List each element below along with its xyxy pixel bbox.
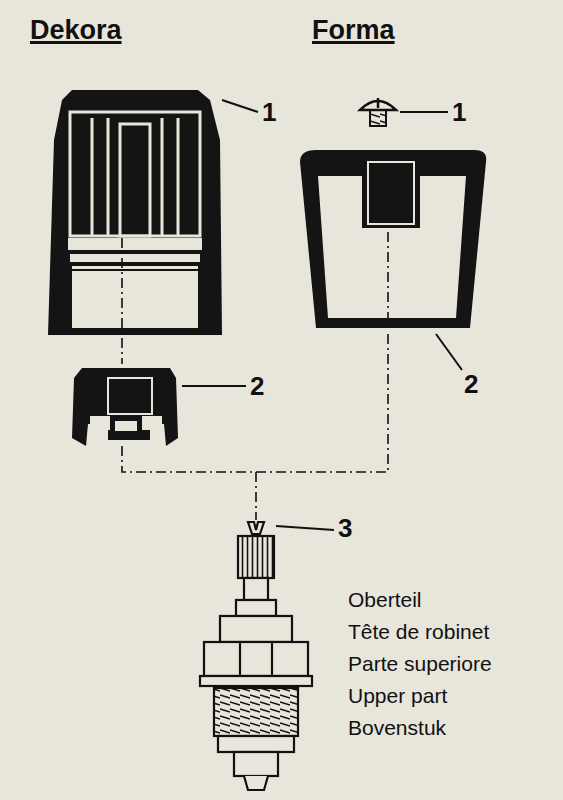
- forma-screw: [360, 98, 396, 126]
- part-name: Parte superiore: [348, 652, 492, 675]
- callout-number: 3: [338, 514, 352, 543]
- leader-line: [222, 100, 258, 112]
- leader-line: [276, 526, 334, 530]
- dekora-adapter: [72, 368, 178, 446]
- dekora-handle: [48, 90, 222, 335]
- part-name: Tête de robinet: [348, 620, 489, 643]
- callout-number: 1: [452, 98, 466, 127]
- leader-line: [400, 111, 448, 113]
- part-name: Bovenstuk: [348, 716, 446, 739]
- callout-number: 2: [464, 370, 478, 399]
- leader-line: [436, 334, 462, 370]
- center-line: [122, 232, 388, 520]
- heading: Forma: [312, 16, 395, 46]
- forma-handle: [300, 150, 486, 328]
- heading: Dekora: [30, 16, 122, 46]
- callout-number: 1: [262, 98, 276, 127]
- part-name: Upper part: [348, 684, 447, 707]
- leader-line: [182, 385, 246, 387]
- callout-number: 2: [250, 372, 264, 401]
- part-name: Oberteil: [348, 588, 422, 611]
- valve-upper-part: [200, 522, 312, 790]
